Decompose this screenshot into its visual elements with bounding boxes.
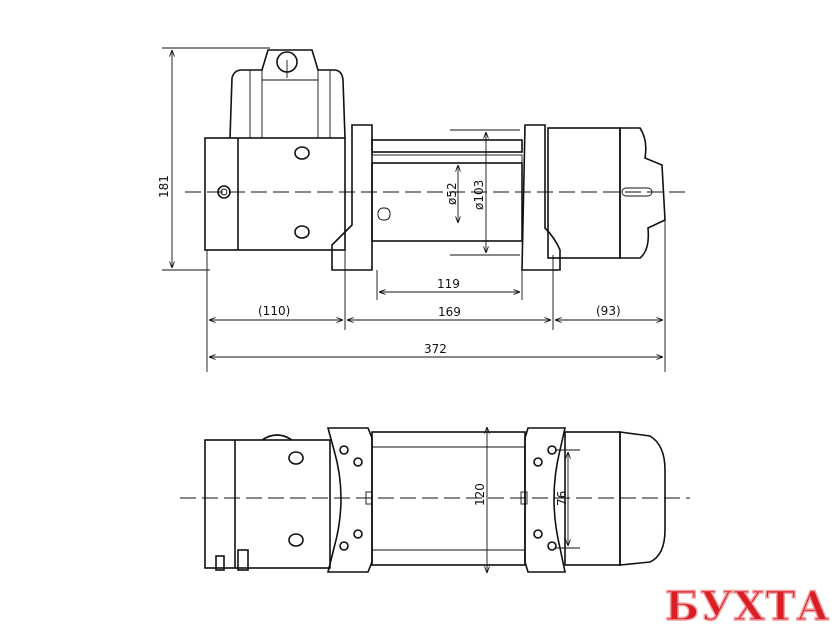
clutch-cap: [619, 127, 666, 259]
side-view: 181 ø52 ø103 119 (110) 169 (93): [157, 47, 685, 372]
dimension-flange-diameter: ø103: [450, 129, 520, 256]
dim-52: ø52: [445, 182, 459, 205]
right-mount-bracket: [521, 124, 561, 271]
motor: [204, 434, 331, 571]
motor: [204, 137, 346, 251]
dim-169: 169: [438, 305, 461, 319]
left-mount-bracket: [331, 124, 373, 271]
gear-housing: [547, 127, 621, 259]
clutch-cap: [619, 431, 666, 566]
dim-181: 181: [157, 175, 171, 198]
dimension-mount-width: 120: [473, 427, 487, 573]
control-box: [229, 49, 346, 139]
dim-372: 372: [424, 342, 447, 356]
clutch-lever: [621, 187, 653, 197]
dim-119: 119: [437, 277, 460, 291]
buhta-logo: БУХТА: [665, 583, 830, 630]
dimension-lines-horizontal: 119 (110) 169 (93) 372: [206, 220, 666, 372]
dim-110: (110): [258, 304, 290, 318]
top-view: 120 76: [180, 427, 690, 573]
dimension-height: 181: [157, 47, 270, 271]
dim-120: 120: [473, 483, 487, 506]
drum: [365, 431, 528, 566]
dim-76: 76: [555, 491, 569, 506]
drum: [371, 139, 523, 242]
dim-103: ø103: [472, 180, 486, 210]
dimension-bolt-spacing: 76: [555, 449, 580, 549]
dimension-drum-diameter: ø52: [445, 165, 459, 223]
left-mount-bracket: [326, 427, 373, 573]
dim-93: (93): [596, 304, 621, 318]
